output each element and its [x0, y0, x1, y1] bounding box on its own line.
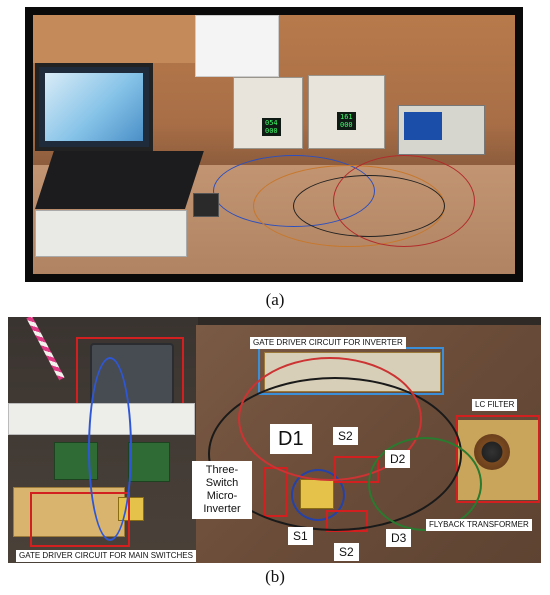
oscilloscope — [398, 105, 485, 155]
psu-left-display: 054 000 — [262, 118, 281, 136]
label-d2: D2 — [385, 450, 411, 468]
power-supply-right: 161 000 — [308, 75, 385, 149]
wire-red — [333, 155, 475, 247]
green-wire-loop — [368, 437, 482, 531]
driver-board-2 — [128, 442, 170, 482]
label-gate-driver-main-switches: GATE DRIVER CIRCUIT FOR MAIN SWITCHES — [16, 550, 196, 562]
blue-cable — [88, 357, 132, 541]
caption-b: (b) — [265, 567, 285, 586]
inductor — [474, 434, 510, 470]
psu-left-reading-1: 054 — [265, 119, 278, 127]
label-d3: D3 — [386, 529, 412, 547]
psu-right-reading-1: 161 — [340, 113, 353, 121]
label-flyback-transformer: FLYBACK TRANSFORMER — [426, 519, 532, 531]
caption-a: (a) — [265, 290, 285, 309]
label-lc-filter: LC FILTER — [472, 399, 518, 411]
photo-b-prototype: GATE DRIVER CIRCUIT FOR INVERTER LC FILT… — [8, 317, 541, 563]
label-s2-top: S2 — [333, 427, 358, 445]
electronic-load — [35, 210, 187, 257]
wall-paper-sheet — [195, 15, 279, 77]
wall — [33, 15, 203, 63]
laptop-screen — [35, 63, 153, 151]
psu-right-reading-2: 000 — [340, 121, 353, 129]
power-supply-left: 054 000 — [233, 77, 303, 149]
label-s2-bottom: S2 — [334, 543, 359, 561]
multimeter — [193, 193, 219, 217]
photo-a-scene: 054 000 161 000 — [33, 15, 515, 274]
laptop-display — [45, 73, 143, 141]
psu-left-reading-2: 000 — [265, 127, 278, 135]
oscilloscope-screen — [404, 112, 442, 140]
label-d1: D1 — [270, 424, 312, 454]
photo-a-lab-setup: 054 000 161 000 — [25, 7, 523, 282]
psu-right-display: 161 000 — [337, 112, 356, 130]
label-three-switch-micro-inverter: Three-Switch Micro-Inverter — [192, 461, 252, 519]
label-gate-driver-inverter: GATE DRIVER CIRCUIT FOR INVERTER — [250, 337, 406, 349]
label-s1: S1 — [288, 527, 313, 545]
main-driver-highlight-box — [30, 492, 130, 547]
laptop-keyboard — [35, 151, 204, 209]
red-wire-loop — [238, 357, 422, 481]
